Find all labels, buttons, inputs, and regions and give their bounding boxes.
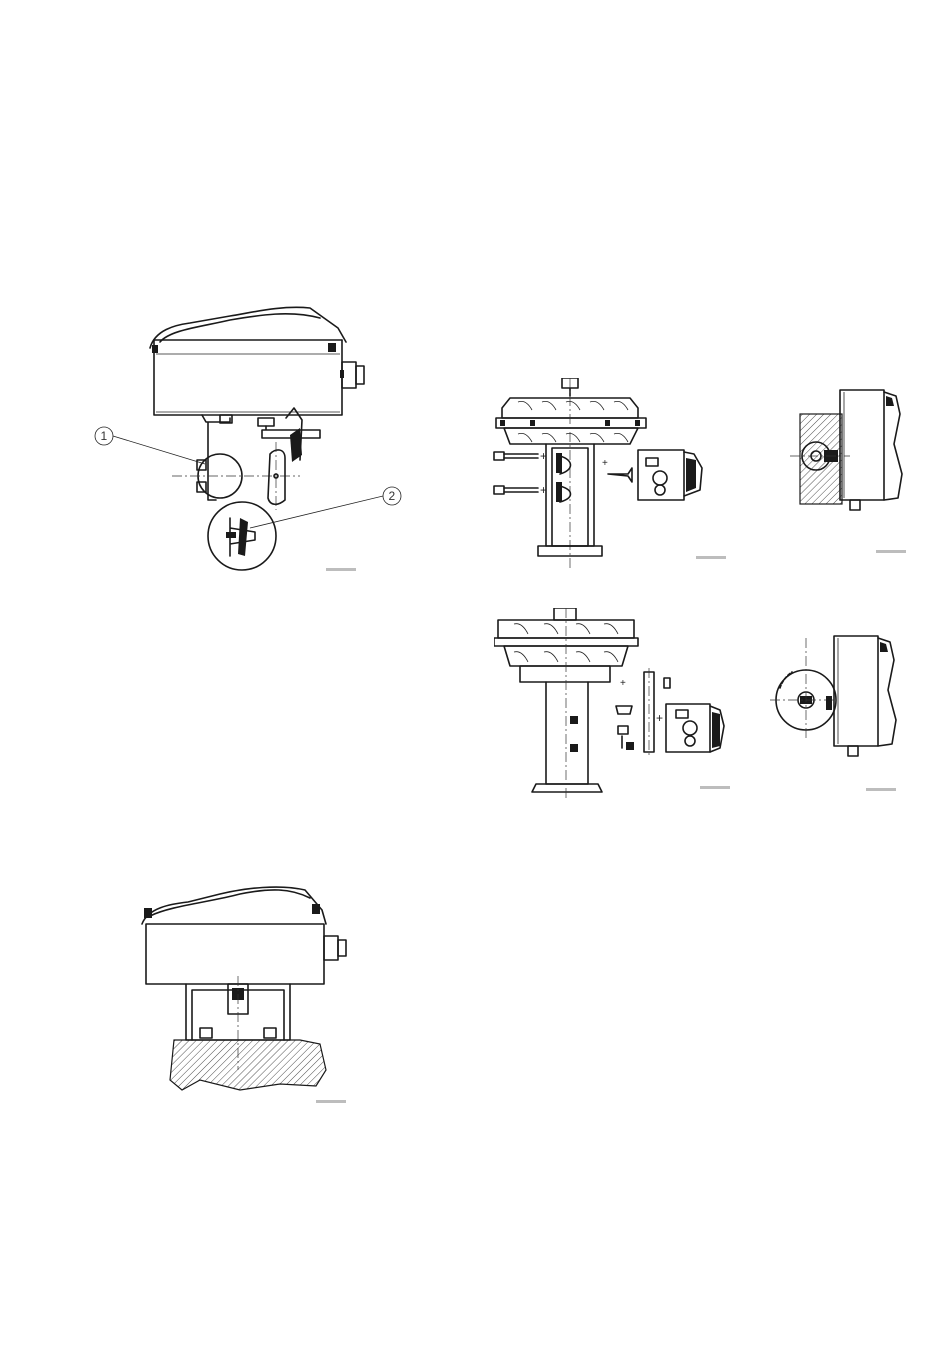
svg-text:1: 1 — [101, 429, 108, 443]
mounting-bolts: + + — [494, 449, 547, 497]
detail-circle — [208, 502, 276, 570]
callout-2: 2 — [383, 487, 401, 505]
diaphragm-case — [496, 378, 646, 444]
cable-gland — [340, 362, 364, 388]
linear-yoke-mount-figure: + + + — [490, 378, 730, 568]
surface-mount-figure — [130, 880, 370, 1110]
svg-text:+: + — [656, 711, 663, 725]
positioner-small: + — [602, 450, 702, 500]
svg-text:+: + — [620, 678, 626, 689]
feedback-lever — [258, 408, 320, 510]
svg-text:+: + — [540, 449, 547, 463]
svg-text:2: 2 — [389, 489, 396, 503]
rotary-side-view-figure — [770, 630, 920, 800]
callout-1: 1 — [95, 427, 113, 445]
linear-side-view-figure — [790, 384, 920, 574]
svg-text:+: + — [602, 458, 608, 469]
svg-text:+: + — [540, 483, 547, 497]
rotary-mount-figure: + + — [494, 608, 734, 798]
pipe-mount-figure: 1 2 — [80, 300, 420, 590]
positioner-housing — [150, 307, 346, 415]
